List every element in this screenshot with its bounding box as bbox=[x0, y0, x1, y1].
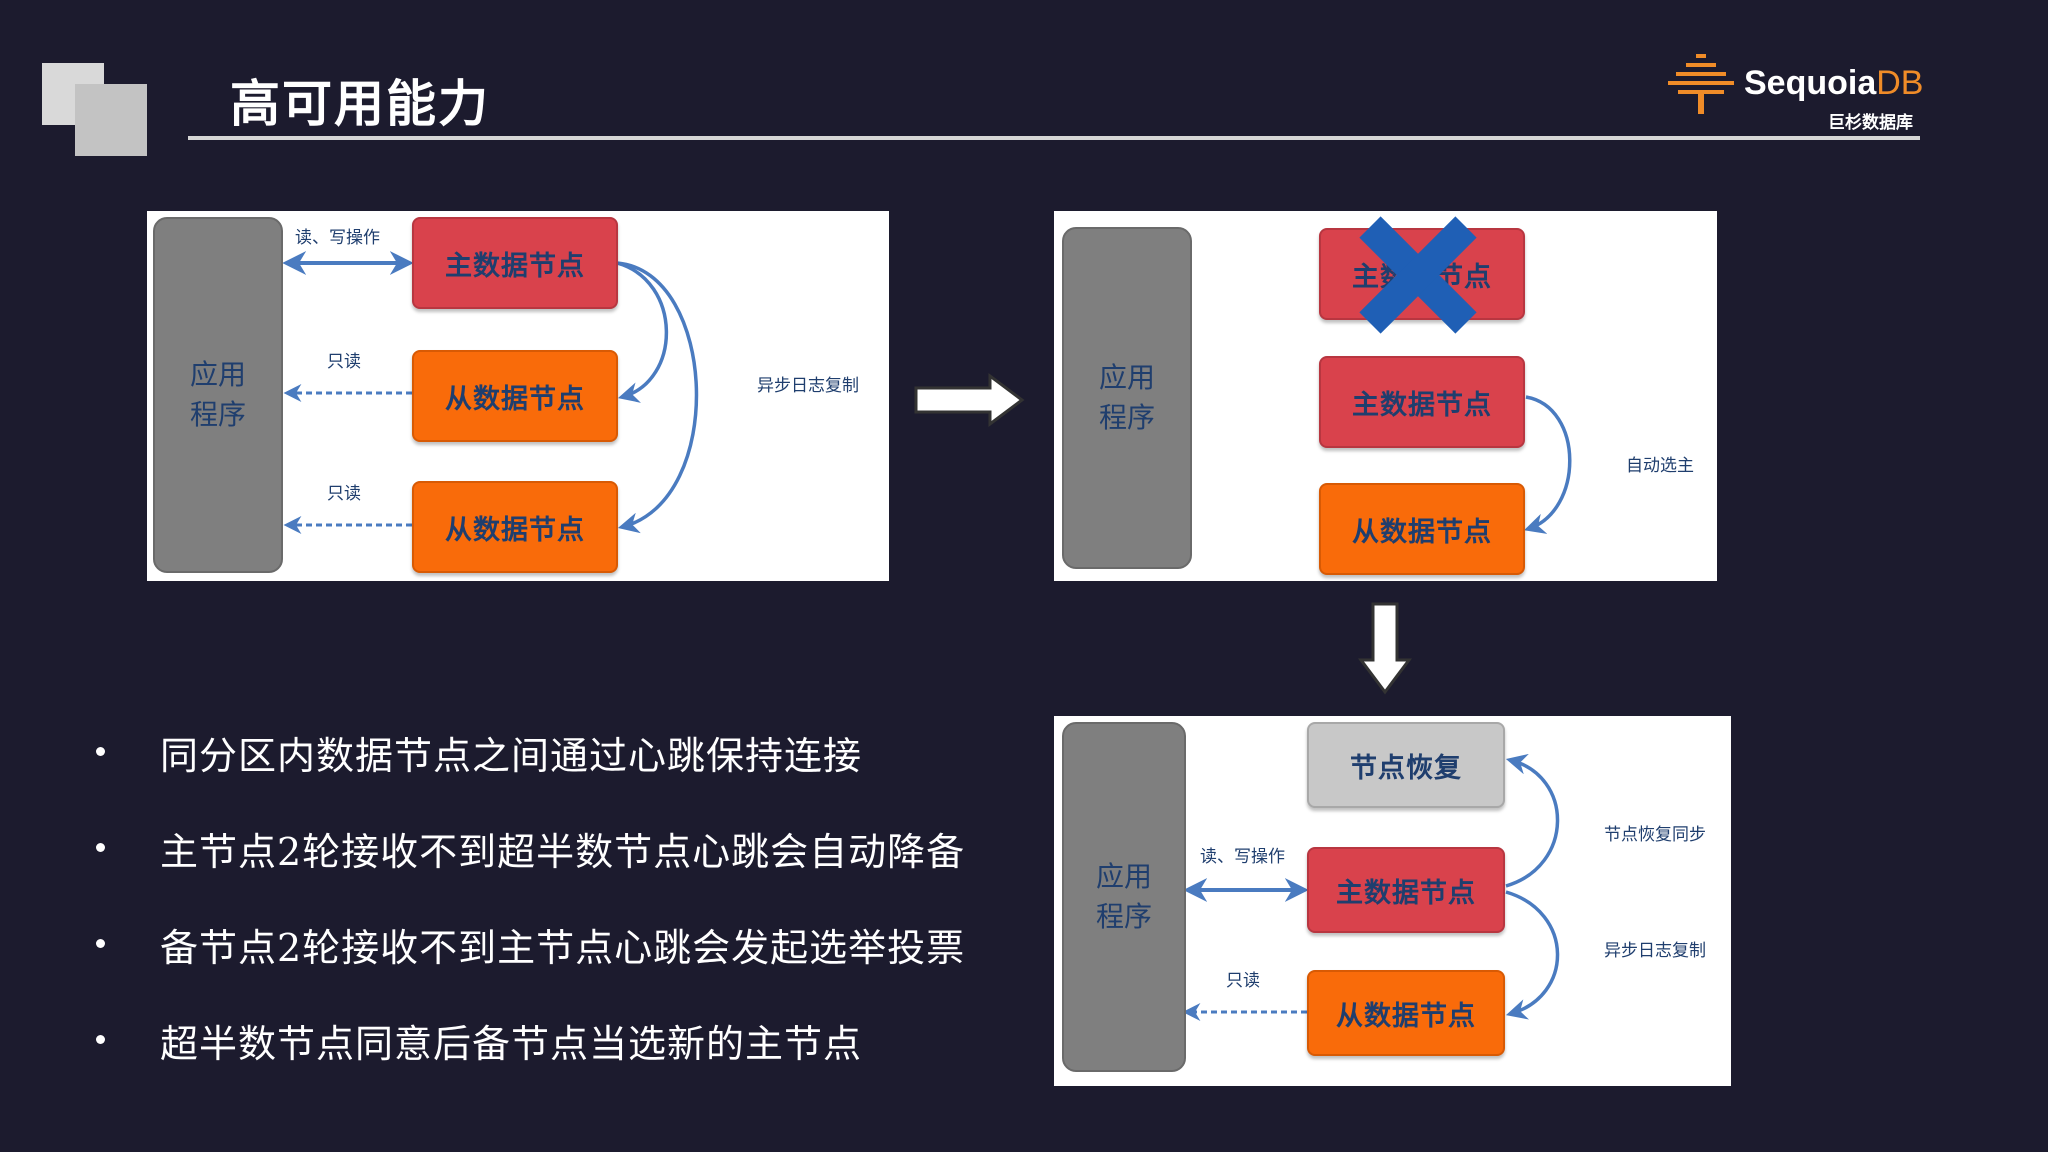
recover-sync-label: 节点恢复同步 bbox=[1604, 825, 1706, 845]
sequoia-tree-icon bbox=[1668, 54, 1734, 114]
primary-node: 主数据节点 bbox=[412, 217, 618, 309]
failure-cross-icon bbox=[1359, 216, 1477, 334]
application-box: 应用程序 bbox=[153, 217, 283, 573]
application-label: 应用程序 bbox=[189, 358, 246, 431]
read-only-label-2: 只读 bbox=[327, 484, 361, 504]
logo-wordmark: SequoiaDB bbox=[1744, 64, 1924, 102]
primary-node: 主数据节点 bbox=[1307, 847, 1505, 933]
bullet-text: 备节点2轮接收不到主节点心跳会发起选举投票 bbox=[160, 926, 966, 970]
read-write-label: 读、写操作 bbox=[1200, 847, 1285, 867]
auto-elect-arrow bbox=[1524, 395, 1572, 534]
bullet-dot bbox=[96, 747, 105, 756]
application-label: 应用程序 bbox=[1095, 860, 1152, 933]
async-log-arrow bbox=[1505, 890, 1560, 1020]
secondary-node-1: 从数据节点 bbox=[412, 350, 618, 442]
diagram-recovery-state: 应用程序 节点恢复 主数据节点 从数据节点 读、写操作 只读 节点恢复同步 异步… bbox=[1054, 716, 1731, 1086]
diagram-normal-state: 应用程序 主数据节点 从数据节点 从数据节点 读、写操作 只读 只读 异步日志复… bbox=[147, 211, 889, 581]
auto-elect-label: 自动选主 bbox=[1626, 456, 1694, 476]
failed-primary-node: 主数据节点 bbox=[1319, 228, 1525, 320]
application-box: 应用程序 bbox=[1062, 722, 1186, 1072]
application-label: 应用程序 bbox=[1098, 361, 1155, 434]
secondary-node-2: 从数据节点 bbox=[412, 481, 618, 573]
async-log-label: 异步日志复制 bbox=[757, 376, 859, 396]
bullet-dot bbox=[96, 843, 105, 852]
application-box: 应用程序 bbox=[1062, 227, 1192, 569]
read-only-label: 只读 bbox=[1226, 971, 1260, 991]
recovered-node: 节点恢复 bbox=[1307, 722, 1505, 808]
secondary-node: 从数据节点 bbox=[1307, 970, 1505, 1056]
bullet-dot bbox=[96, 939, 105, 948]
decor-square-gray bbox=[75, 84, 147, 156]
right-arrow-icon bbox=[914, 373, 1025, 427]
bullet-dot bbox=[96, 1035, 105, 1044]
read-write-label: 读、写操作 bbox=[295, 228, 380, 248]
diagram-failover-state: 应用程序 主数据节点 主数据节点 从数据节点 自动选主 bbox=[1054, 211, 1717, 581]
sequoiadb-logo: SequoiaDB 巨杉数据库 bbox=[1668, 52, 1924, 133]
page-title: 高可用能力 bbox=[230, 75, 490, 133]
async-log-label: 异步日志复制 bbox=[1604, 941, 1706, 961]
recover-sync-arrow bbox=[1505, 753, 1560, 888]
new-primary-node: 主数据节点 bbox=[1319, 356, 1525, 448]
title-divider bbox=[188, 136, 1920, 140]
replicate-arrow-short bbox=[616, 261, 669, 403]
down-arrow-icon bbox=[1358, 602, 1412, 695]
panel2-connectors bbox=[1524, 395, 1572, 534]
secondary-node: 从数据节点 bbox=[1319, 483, 1525, 575]
bullet-text: 超半数节点同意后备节点当选新的主节点 bbox=[160, 1022, 863, 1066]
replicate-arrow-long bbox=[616, 261, 699, 534]
bullet-text: 同分区内数据节点之间通过心跳保持连接 bbox=[160, 734, 863, 778]
logo-subtitle: 巨杉数据库 bbox=[1828, 113, 1913, 133]
read-only-label-1: 只读 bbox=[327, 352, 361, 372]
bullet-text: 主节点2轮接收不到超半数节点心跳会自动降备 bbox=[160, 830, 966, 874]
panel1-connectors bbox=[282, 251, 699, 534]
panel3-connectors bbox=[1182, 753, 1560, 1021]
